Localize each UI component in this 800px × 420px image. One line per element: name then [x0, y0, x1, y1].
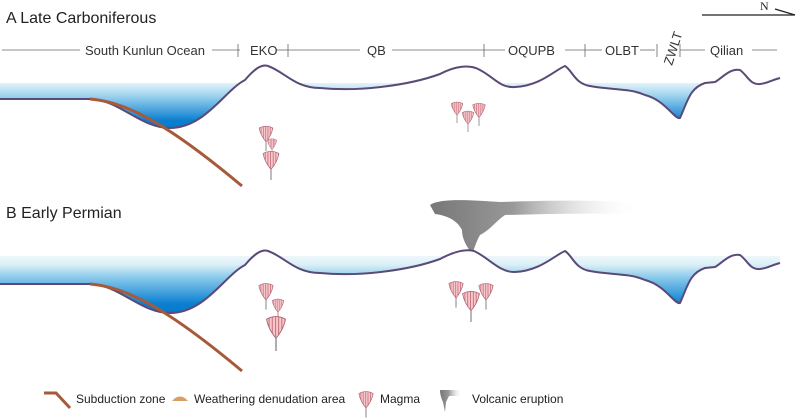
region-south-kunlun-ocean: South Kunlun Ocean	[85, 43, 205, 58]
panel-a: A Late Carboniferous N South Kunlun Ocea…	[0, 0, 796, 200]
surface-line-a	[0, 64, 781, 130]
subduction-slab-a	[89, 97, 243, 188]
north-arrow: N	[702, 0, 796, 16]
region-bar	[2, 44, 777, 57]
weathering-legend-icon	[172, 396, 188, 401]
legend-subduction: Subduction zone	[76, 392, 166, 406]
region-qb: QB	[367, 43, 386, 58]
region-qilian: Qilian	[710, 43, 743, 58]
land-profile-b	[0, 250, 780, 385]
legend: Subduction zone Weathering denudation ar…	[44, 390, 563, 419]
legend-weathering: Weathering denudation area	[194, 392, 346, 406]
panel-a-title: A Late Carboniferous	[6, 10, 156, 27]
panel-b: B Early Permian	[0, 200, 781, 385]
panel-b-title: B Early Permian	[6, 205, 122, 222]
region-zwlt: ZWLT	[661, 30, 686, 67]
legend-volcanic: Volcanic eruption	[472, 392, 563, 406]
north-label: N	[760, 0, 769, 13]
magma-legend-icon	[358, 391, 374, 419]
region-oqupb: OQUPB	[508, 43, 555, 58]
surface-line-b	[0, 249, 781, 315]
legend-magma: Magma	[380, 392, 420, 406]
subduction-legend-icon	[44, 391, 72, 410]
region-eko: EKO	[250, 43, 277, 58]
volcanic-eruption-legend-icon	[440, 390, 462, 412]
subduction-slab-b	[89, 282, 243, 373]
land-profile-a	[0, 65, 780, 200]
region-olbt: OLBT	[605, 43, 639, 58]
